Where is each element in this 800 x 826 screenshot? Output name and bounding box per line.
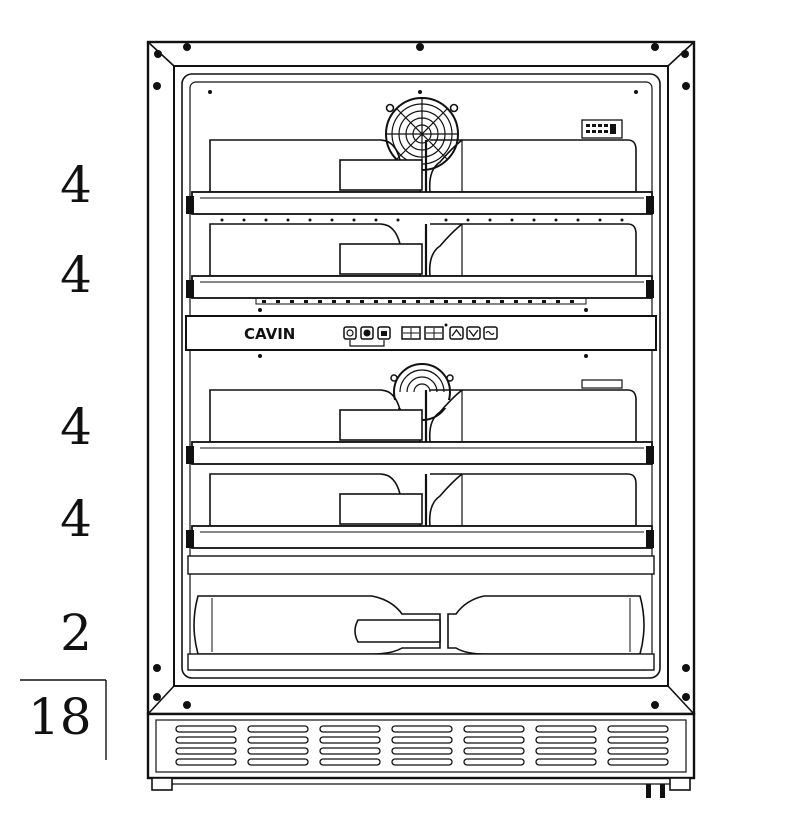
total-bottle-count: 18 bbox=[28, 688, 92, 746]
zone-display-1 bbox=[401, 326, 421, 340]
fan-grille-icon bbox=[385, 97, 459, 171]
arrow-down-icon[interactable] bbox=[466, 326, 481, 340]
shelf-3-count: 4 bbox=[60, 398, 92, 456]
shelf-3 bbox=[185, 441, 655, 465]
arrow-up-icon[interactable] bbox=[449, 326, 464, 340]
lower-zone bbox=[185, 363, 655, 671]
control-panel: CAVIN bbox=[185, 308, 657, 358]
shelf-4-count: 4 bbox=[60, 490, 92, 548]
zone-display-2 bbox=[424, 323, 448, 340]
shelf-2-count: 4 bbox=[60, 246, 92, 304]
shelf-1-count: 4 bbox=[60, 156, 92, 214]
frame-screws bbox=[153, 43, 690, 709]
kick-plate bbox=[146, 712, 696, 798]
lock-icon[interactable] bbox=[377, 326, 391, 340]
shelf-4 bbox=[185, 525, 655, 549]
power-icon[interactable] bbox=[343, 326, 357, 340]
light-icon[interactable] bbox=[360, 326, 374, 340]
brand-logo: CAVIN bbox=[244, 325, 295, 343]
shelf-1 bbox=[185, 191, 655, 215]
bottom-tray-count: 2 bbox=[60, 604, 92, 662]
bottle-row-5 bbox=[193, 595, 645, 655]
shelf-2 bbox=[185, 275, 655, 299]
temperature-unit-icon[interactable] bbox=[483, 326, 498, 340]
upper-zone bbox=[185, 97, 655, 305]
